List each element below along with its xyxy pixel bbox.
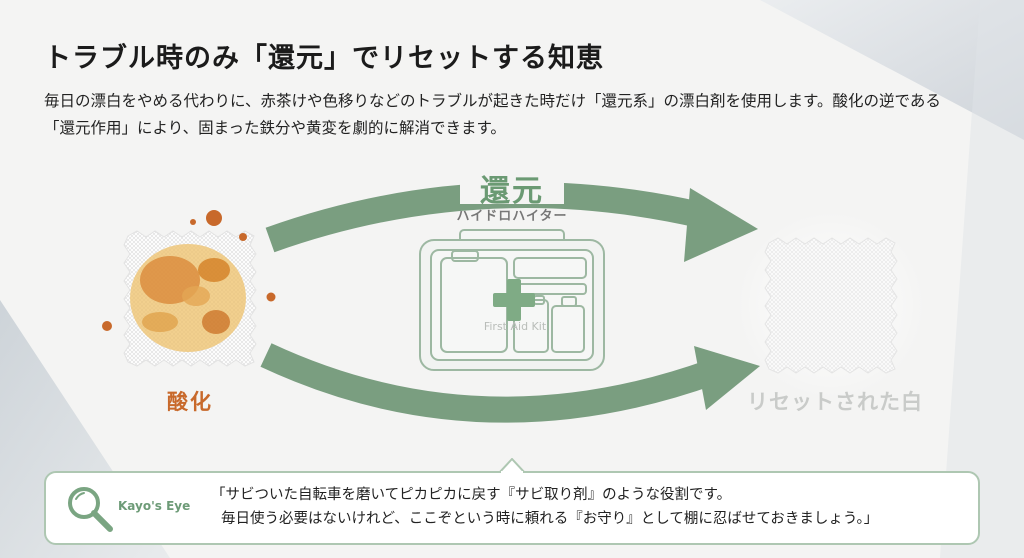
product-label: ハイドロハイター [456, 209, 568, 224]
kayos-eye-line-1: 「サビついた自転車を磨いてピカピカに戻す『サビ取り剤』のような役割です。 [211, 487, 732, 503]
clean-fabric [736, 210, 926, 400]
callout-notch [499, 458, 525, 473]
first-aid-cross-icon [493, 279, 535, 321]
magnifier-icon [68, 487, 113, 532]
arrowhead-bottom [694, 346, 760, 410]
kayos-eye-text: 「サビついた自転車を磨いてピカピカに戻す『サビ取り剤』のような役割です。 毎日使… [211, 483, 971, 531]
first-aid-kit-label: First Aid Kit [483, 320, 547, 333]
lead-paragraph: 毎日の漂白をやめる代わりに、赤茶けや色移りなどのトラブルが起きた時だけ「還元系」… [44, 92, 941, 137]
reduction-label: 還元 [480, 174, 544, 209]
page-title: トラブル時のみ「還元」でリセットする知恵 [44, 43, 604, 74]
reduction-arrow-bottom [260, 343, 717, 423]
label-backing [460, 160, 564, 204]
oxide-flecks [102, 210, 276, 331]
kayos-eye-name: Kayo's Eye [118, 499, 191, 513]
kayos-eye-line-2: 毎日使う必要はないけれど、ここぞという時に頼れる『お守り』として棚に忍ばせておき… [221, 511, 879, 527]
arrowhead-top [684, 188, 758, 262]
oxidation-label: 酸化 [167, 390, 213, 414]
reset-white-label: リセットされた白 [747, 390, 923, 414]
stained-fabric [123, 230, 257, 367]
